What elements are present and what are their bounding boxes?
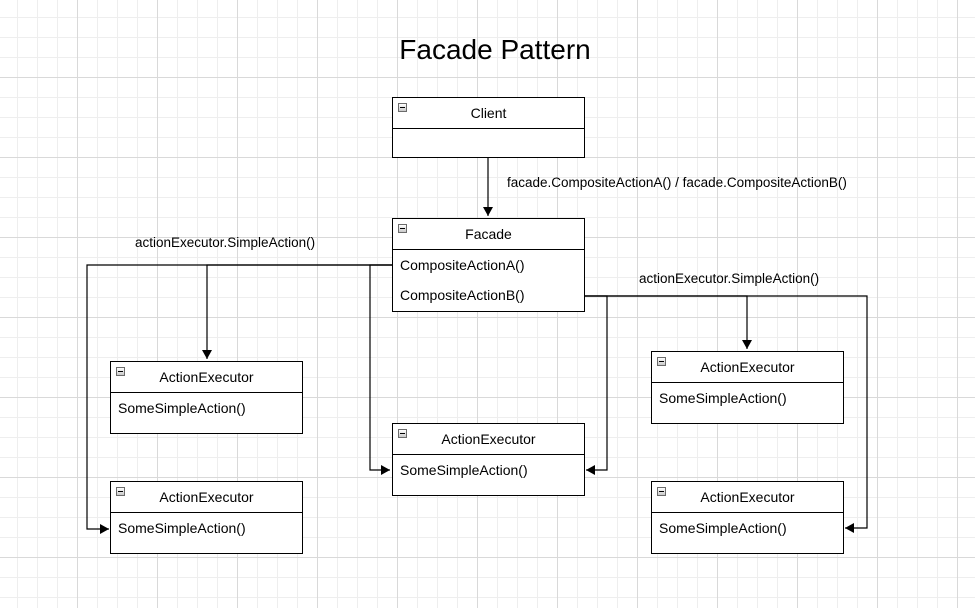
collapse-icon[interactable] bbox=[116, 367, 125, 376]
class-action-executor-name: ActionExecutor bbox=[700, 359, 795, 375]
label-facade-right-calls: actionExecutor.SimpleAction() bbox=[639, 271, 820, 286]
class-action-executor-name: ActionExecutor bbox=[441, 431, 536, 447]
class-action-executor-header: ActionExecutor bbox=[393, 424, 584, 455]
class-action-executor-name: ActionExecutor bbox=[700, 489, 795, 505]
collapse-icon[interactable] bbox=[116, 487, 125, 496]
executor-method-some-simple-action: SomeSimpleAction() bbox=[118, 520, 246, 536]
class-action-executor[interactable]: ActionExecutor SomeSimpleAction() bbox=[110, 481, 303, 554]
edge-facade-to-executor-top-left bbox=[202, 264, 392, 359]
executor-method-some-simple-action: SomeSimpleAction() bbox=[400, 462, 528, 478]
collapse-icon[interactable] bbox=[398, 224, 407, 233]
class-action-executor[interactable]: ActionExecutor SomeSimpleAction() bbox=[110, 361, 303, 434]
class-action-executor-header: ActionExecutor bbox=[652, 352, 843, 383]
class-action-executor-header: ActionExecutor bbox=[111, 482, 302, 513]
class-action-executor-header: ActionExecutor bbox=[652, 482, 843, 513]
edge-facade-to-executor-top-right bbox=[585, 295, 752, 349]
class-facade-header: Facade bbox=[393, 219, 584, 250]
executor-method-some-simple-action: SomeSimpleAction() bbox=[118, 400, 246, 416]
collapse-icon[interactable] bbox=[657, 487, 666, 496]
collapse-icon[interactable] bbox=[657, 357, 666, 366]
diagram-title: Facade Pattern bbox=[399, 34, 591, 65]
executor-method-some-simple-action: SomeSimpleAction() bbox=[659, 390, 787, 406]
label-facade-left-calls: actionExecutor.SimpleAction() bbox=[135, 235, 316, 250]
class-action-executor[interactable]: ActionExecutor SomeSimpleAction() bbox=[392, 423, 585, 496]
class-action-executor-name: ActionExecutor bbox=[159, 369, 254, 385]
collapse-icon[interactable] bbox=[398, 103, 407, 112]
class-client-header: Client bbox=[393, 98, 584, 129]
class-client[interactable]: Client bbox=[392, 97, 585, 158]
collapse-icon[interactable] bbox=[398, 429, 407, 438]
class-facade[interactable]: Facade CompositeActionA() CompositeActio… bbox=[392, 218, 585, 312]
edge-facade-to-executor-bottom-right bbox=[585, 295, 868, 533]
class-action-executor-header: ActionExecutor bbox=[111, 362, 302, 393]
edge-facade-to-executor-center bbox=[369, 264, 392, 475]
class-action-executor[interactable]: ActionExecutor SomeSimpleAction() bbox=[651, 481, 844, 554]
class-action-executor-name: ActionExecutor bbox=[159, 489, 254, 505]
class-facade-name: Facade bbox=[465, 226, 512, 242]
class-action-executor[interactable]: ActionExecutor SomeSimpleAction() bbox=[651, 351, 844, 424]
facade-method-composite-action-a: CompositeActionA() bbox=[400, 257, 525, 273]
label-client-to-facade: facade.CompositeActionA() / facade.Compo… bbox=[507, 175, 847, 190]
executor-method-some-simple-action: SomeSimpleAction() bbox=[659, 520, 787, 536]
facade-method-composite-action-b: CompositeActionB() bbox=[400, 287, 525, 303]
edge-facade-right-to-executor-center bbox=[585, 295, 608, 475]
edge-facade-to-executor-bottom-left bbox=[86, 264, 392, 534]
class-client-name: Client bbox=[470, 105, 507, 121]
